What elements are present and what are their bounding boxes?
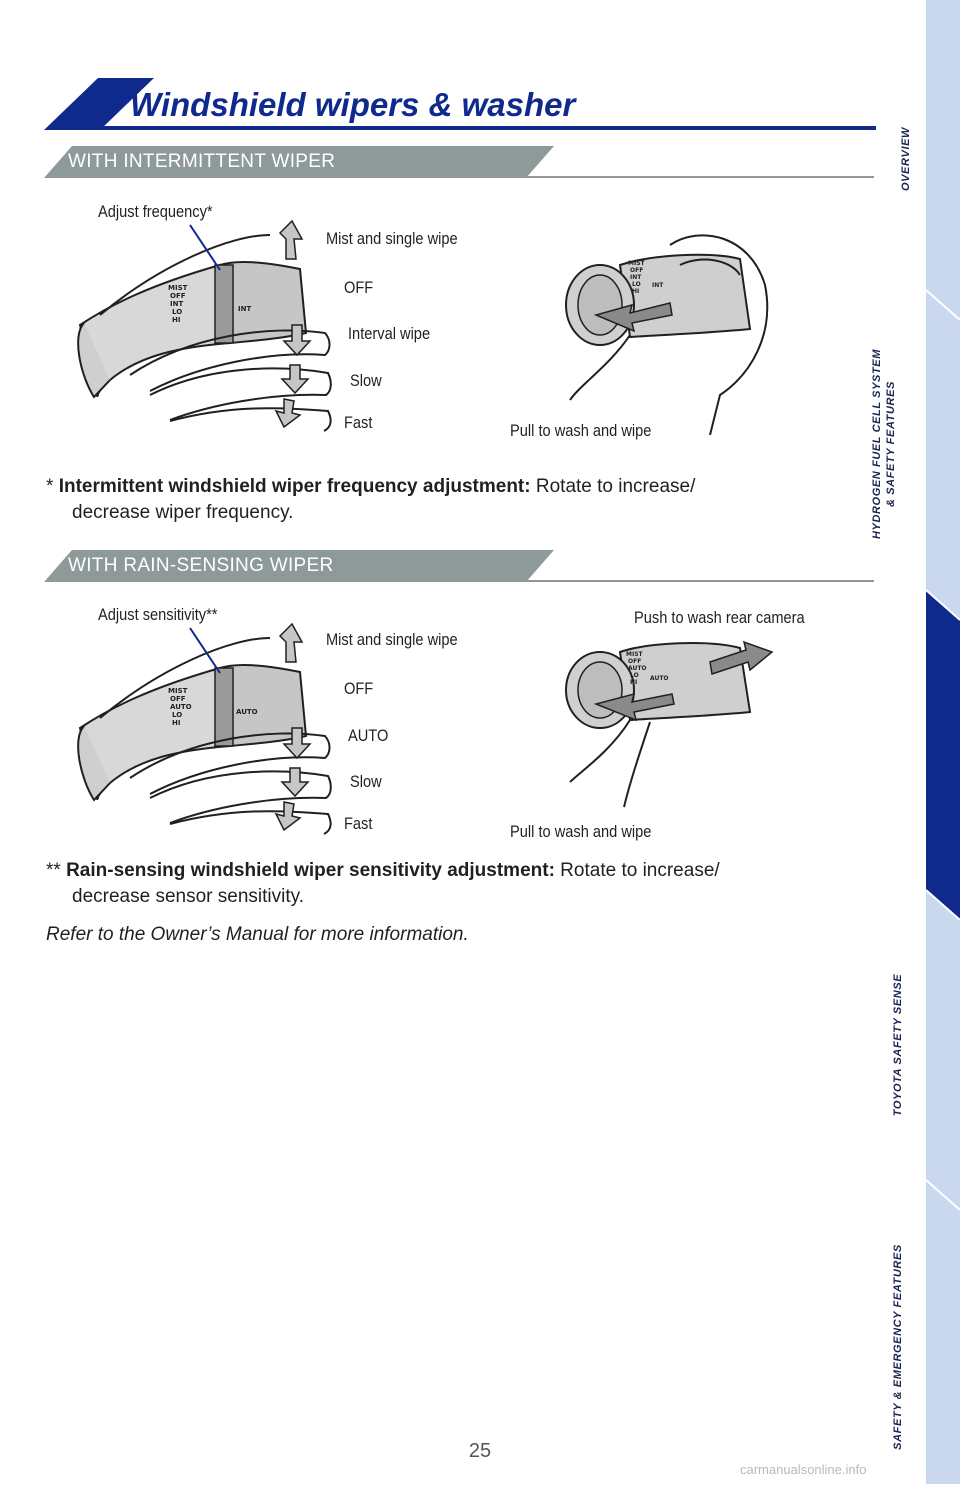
fast-label: Fast <box>344 413 373 432</box>
auto-label: AUTO <box>348 726 389 745</box>
off-label: OFF <box>344 278 374 297</box>
intermittent-note: * Intermittent windshield wiper frequenc… <box>46 476 696 523</box>
adjust-sensitivity-label: Adjust sensitivity** <box>98 605 218 624</box>
stalk-mist-label: MIST <box>168 687 188 695</box>
svg-text:OFF: OFF <box>628 658 641 665</box>
note-bold: Intermittent windshield wiper frequency … <box>58 476 531 497</box>
svg-text:AUTO: AUTO <box>628 665 647 672</box>
fast-label: Fast <box>344 814 373 833</box>
svg-text:AUTO: AUTO <box>650 675 669 682</box>
title-banner <box>44 78 876 130</box>
sidebar-tab-safety-emergency[interactable] <box>926 1180 960 1484</box>
sidebar-tab-overview-label[interactable]: OVERVIEW <box>900 126 912 192</box>
note-bold: Rain-sensing windshield wiper sensitivit… <box>66 860 555 881</box>
sidebar-tab-features[interactable] <box>926 590 960 920</box>
svg-text:INT: INT <box>630 274 642 281</box>
push-to-wash-camera-label: Push to wash rear camera <box>634 608 805 627</box>
stalk-lo-label: LO <box>172 711 182 719</box>
svg-text:INT: INT <box>652 282 664 289</box>
stalk-int-label: INT <box>170 300 183 308</box>
stalk-mist-label: MIST <box>168 284 188 292</box>
page-title: Windshield wipers & washer <box>130 86 576 123</box>
pull-to-wash-label: Pull to wash and wipe <box>510 421 652 440</box>
mist-single-wipe-label: Mist and single wipe <box>326 630 458 649</box>
watermark: carmanualsonline.info <box>740 1462 867 1477</box>
title-accent-shape <box>44 78 154 130</box>
stalk-off-label: OFF <box>170 292 186 300</box>
sidebar-tab-shapes <box>925 0 960 1484</box>
svg-text:LO: LO <box>630 672 639 679</box>
sidebar-tab-safety-emergency-label[interactable]: SAFETY & EMERGENCY FEATURES <box>892 1244 904 1450</box>
stalk-off-label: OFF <box>170 695 186 703</box>
sidebar-tab-hydrogen-label[interactable]: HYDROGEN FUEL CELL SYSTEM& SAFETY FEATUR… <box>871 349 897 540</box>
svg-text:MIST: MIST <box>628 260 646 267</box>
mist-single-wipe-label: Mist and single wipe <box>326 229 458 248</box>
section-header-rain-sensing: WITH RAIN-SENSING WIPER <box>68 555 334 576</box>
section-header-bar <box>44 146 874 178</box>
adjust-frequency-label: Adjust frequency* <box>98 202 213 221</box>
stalk-auto-label: AUTO <box>170 703 192 711</box>
stalk-hi-label: HI <box>172 719 180 727</box>
refer-text: Refer to the Owner’s Manual for more inf… <box>46 924 469 945</box>
section-header-bar <box>44 550 874 582</box>
svg-text:OFF: OFF <box>630 267 643 274</box>
stalk-lo-label: LO <box>172 308 182 316</box>
stalk-ring-label: AUTO <box>236 708 258 716</box>
sidebar-tab-hydrogen[interactable] <box>926 290 960 620</box>
sidebar-tab-features-label[interactable]: FEATURES & OPERATIONS <box>892 670 904 828</box>
slow-label: Slow <box>350 772 382 791</box>
stalk-ring-label: INT <box>238 305 251 313</box>
pull-to-wash-label: Pull to wash and wipe <box>510 822 652 841</box>
svg-text:MIST: MIST <box>626 651 644 658</box>
svg-text:HI: HI <box>630 679 637 686</box>
sidebar-tab-toyota-safety-sense-label[interactable]: TOYOTA SAFETY SENSE <box>892 973 904 1117</box>
svg-text:HI: HI <box>632 288 639 295</box>
rain-wiper-lever-illustration: MIST OFF AUTO LO HI AUTO <box>77 622 332 835</box>
interval-wipe-label: Interval wipe <box>348 324 431 343</box>
stalk-hi-label: HI <box>172 316 180 324</box>
slow-label: Slow <box>350 371 382 390</box>
off-label: OFF <box>344 679 374 698</box>
sidebar-tab-overview[interactable] <box>926 0 960 320</box>
sidebar-tab-toyota-safety-sense[interactable] <box>926 890 960 1210</box>
section-header-intermittent: WITH INTERMITTENT WIPER <box>68 151 336 172</box>
wiper-lever-illustration: MIST OFF INT LO HI INT <box>77 219 332 432</box>
rain-sensing-note: ** Rain-sensing windshield wiper sensiti… <box>46 860 720 907</box>
svg-text:LO: LO <box>632 281 641 288</box>
title-underline <box>96 126 876 130</box>
page-number: 25 <box>468 1440 492 1462</box>
